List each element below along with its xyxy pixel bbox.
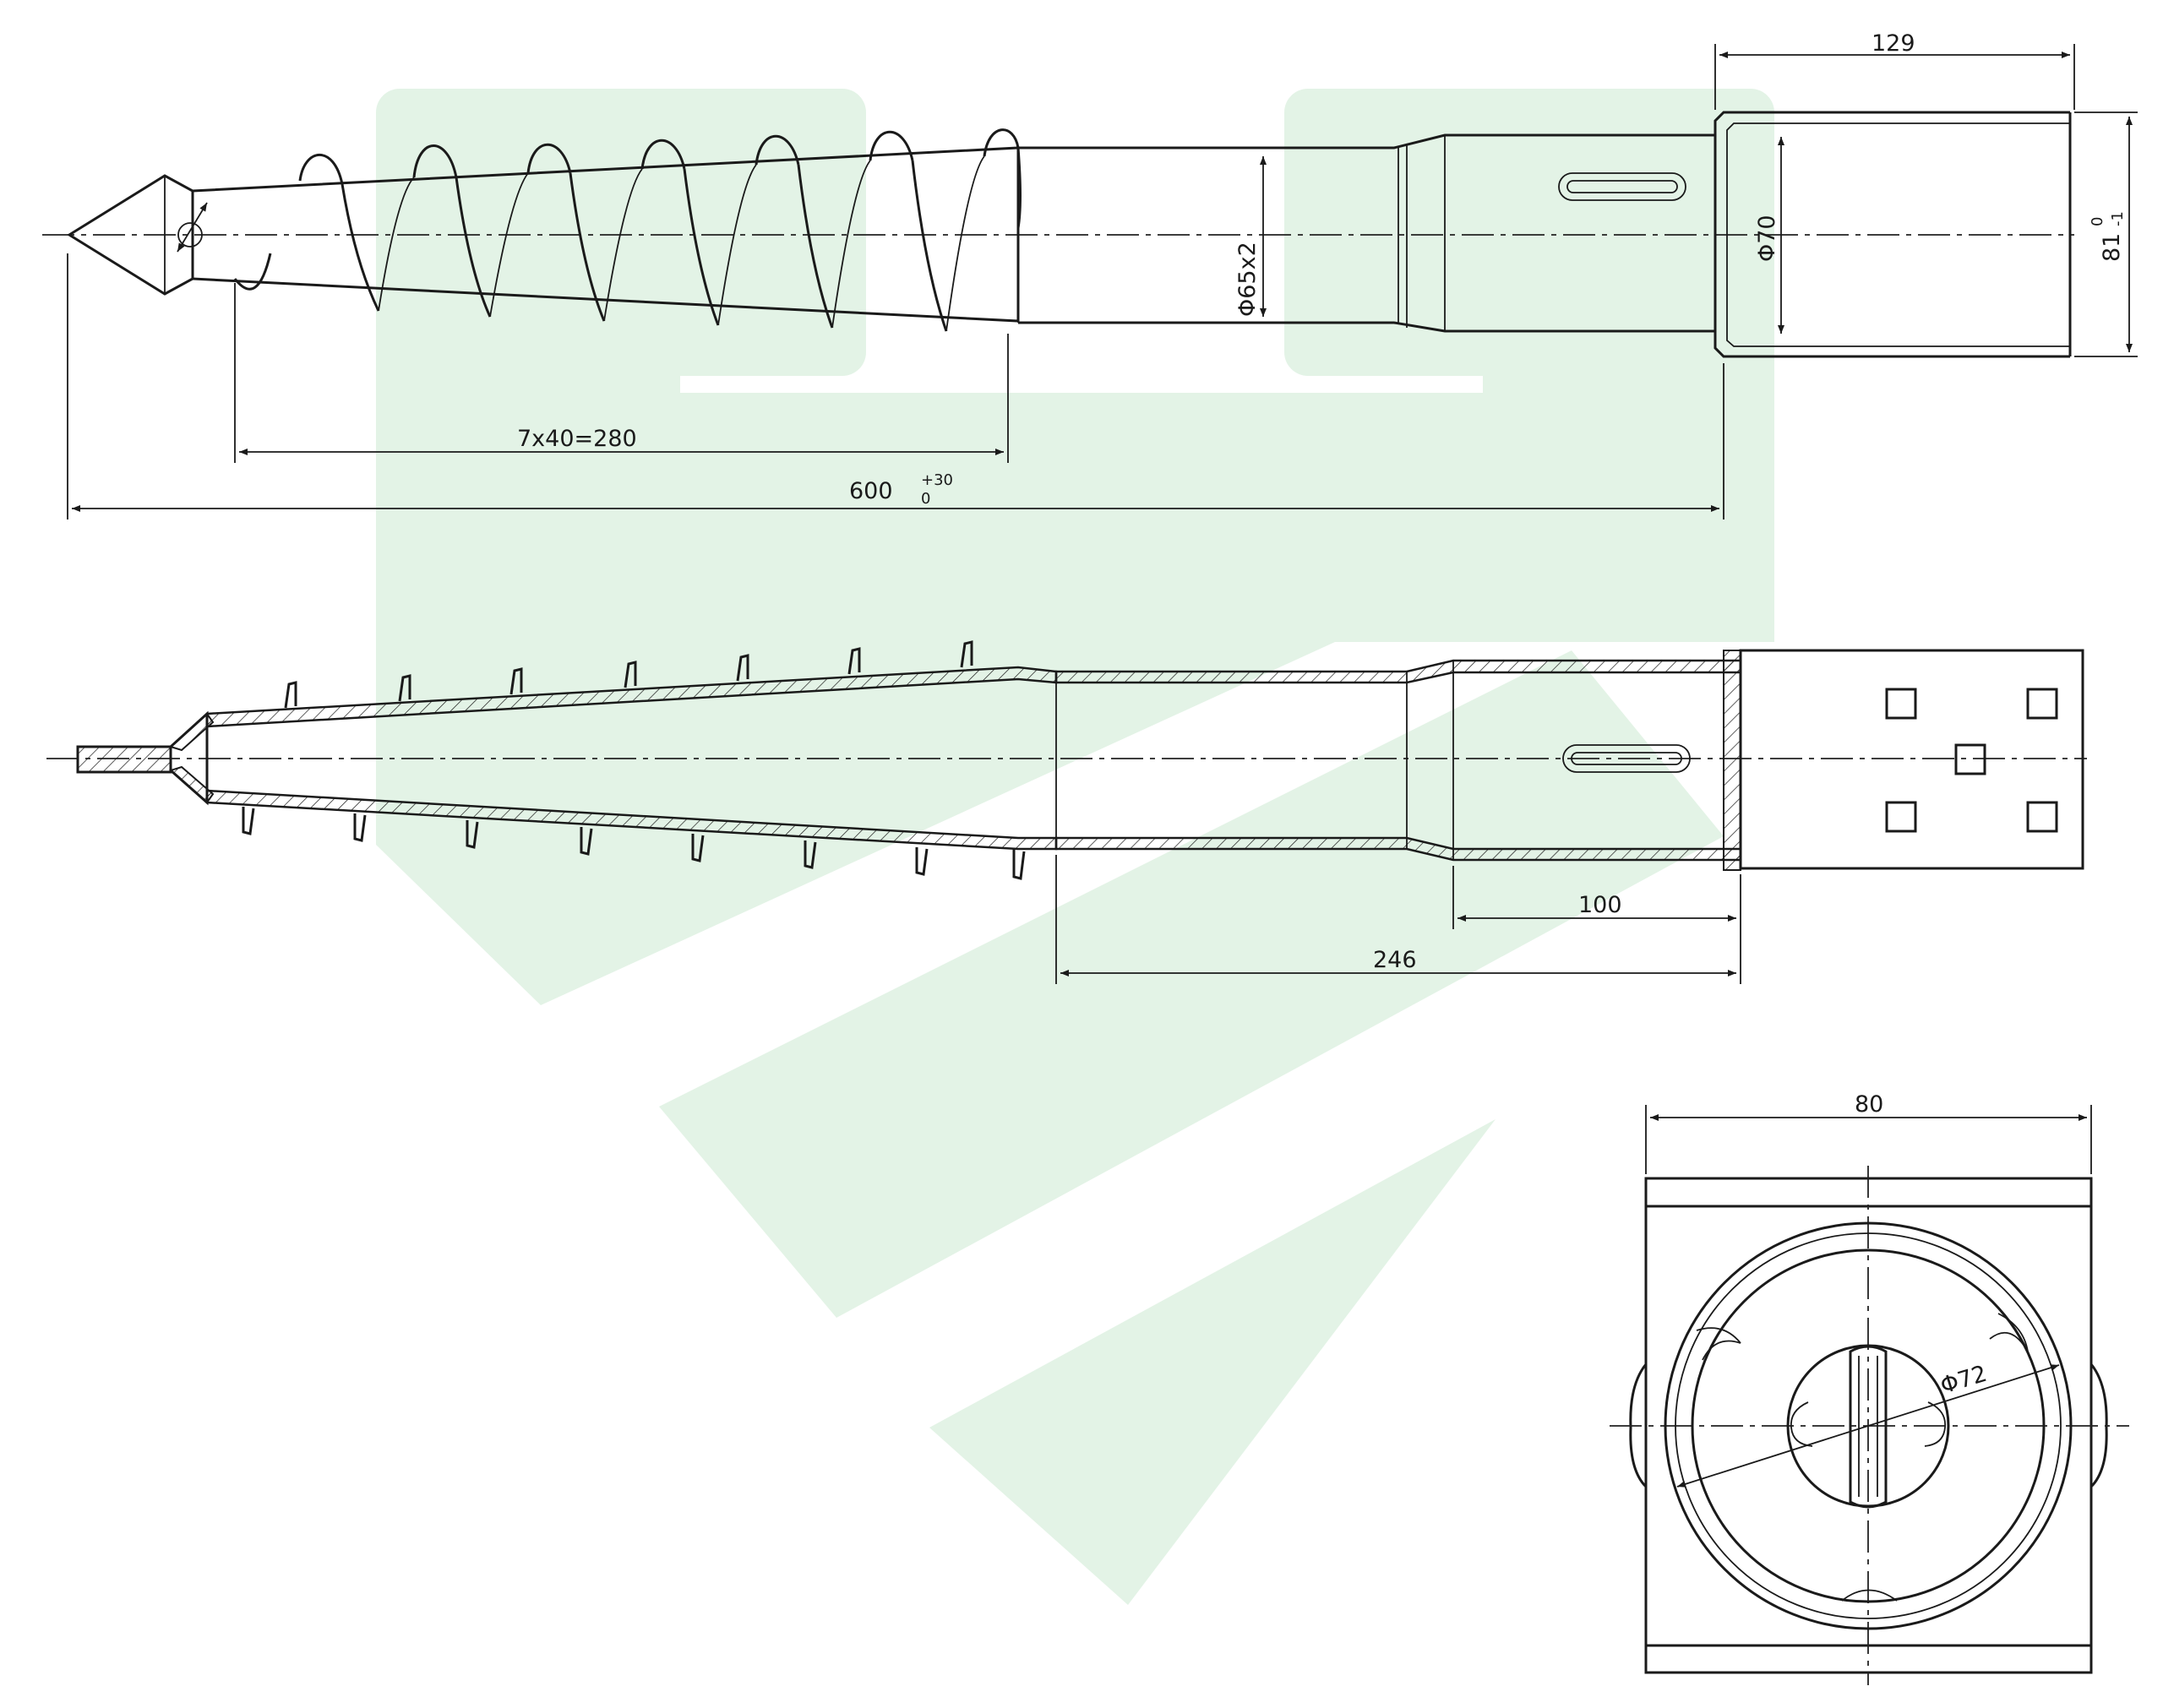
dim-square-tol-lower: -1 xyxy=(2109,211,2127,226)
dim-length-600: 600 xyxy=(849,478,893,504)
section-view: 100 246 xyxy=(46,640,2087,984)
dim-square-81: 81 xyxy=(2099,233,2125,262)
section-fins xyxy=(242,640,1026,880)
dim-diameter-72: Φ72 xyxy=(1937,1361,1990,1400)
section-base-plate xyxy=(1739,649,2084,870)
dim-length-tol-upper: +30 xyxy=(921,471,953,489)
dim-diameter-70: Φ70 xyxy=(1754,215,1780,262)
dim-246: 246 xyxy=(1373,947,1417,973)
dim-100: 100 xyxy=(1578,892,1622,918)
dim-pitch: 7x40=280 xyxy=(517,426,637,452)
dim-80: 80 xyxy=(1855,1091,1883,1118)
top-view: Φ65x2 Φ70 81 0 -1 129 7x40=280 600 +30 0 xyxy=(42,30,2138,519)
dim-square-tol-upper: 0 xyxy=(2089,217,2106,226)
helix-flights xyxy=(233,128,1022,332)
section-slot xyxy=(1562,744,1691,773)
dim-width-129: 129 xyxy=(1872,30,1915,57)
dim-diameter-65x2: Φ65x2 xyxy=(1234,242,1261,317)
end-view-outer-circle xyxy=(1664,1221,2073,1630)
top-view-slot xyxy=(1558,172,1686,201)
plate-holes xyxy=(1885,688,2058,833)
watermark-bar-right xyxy=(1284,89,1774,376)
watermark-stripe-bottom xyxy=(929,1119,1496,1605)
section-shaft xyxy=(76,745,172,774)
top-view-square-head xyxy=(1714,111,2070,358)
dim-length-tol-lower: 0 xyxy=(921,490,930,508)
watermark-stripe-middle xyxy=(659,650,1724,1318)
end-view: 80 Φ72 xyxy=(1610,1091,2129,1685)
